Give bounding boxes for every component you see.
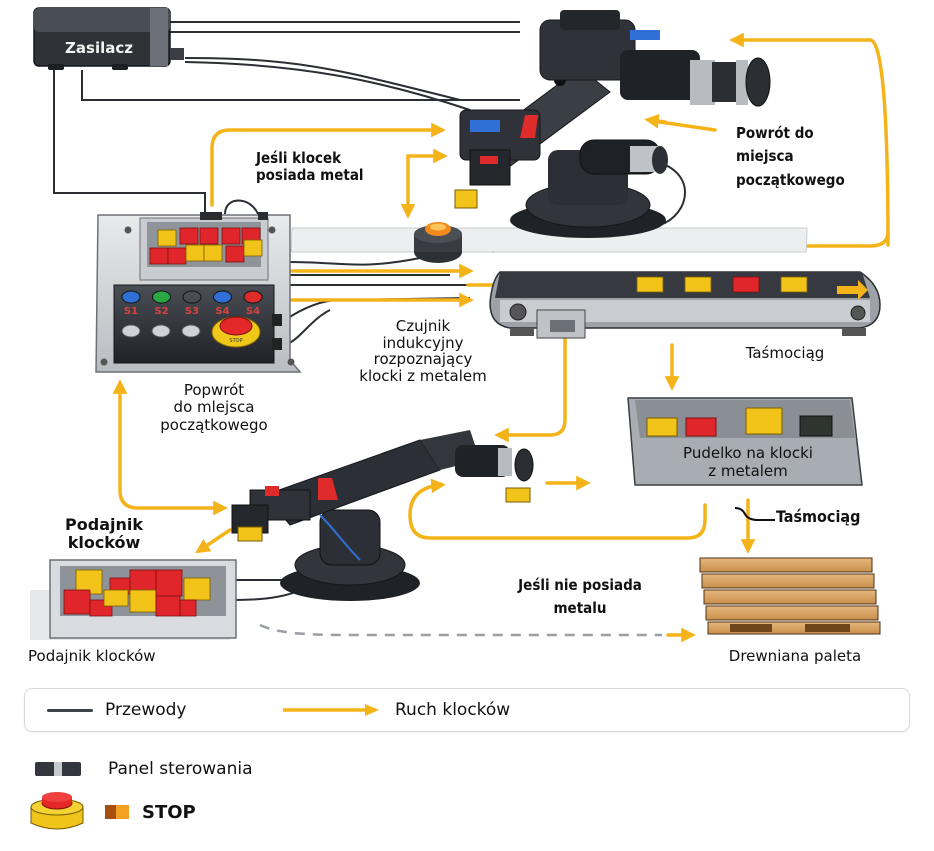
panel-button-3 (182, 290, 202, 304)
panel-button-label: S1 (124, 306, 138, 317)
conveyor-blocks (636, 276, 808, 293)
panel-button-label: S4 (215, 306, 229, 317)
block (243, 239, 263, 257)
block (179, 599, 197, 617)
panel-button-label: S2 (154, 306, 168, 317)
legend-stop: STOP (28, 792, 196, 832)
stop-button-icon (30, 792, 84, 830)
block (129, 589, 157, 613)
panel-stop-text: STOP (229, 338, 242, 344)
wooden-pallet (699, 557, 881, 635)
robot-arm-top (454, 10, 771, 238)
no-metal-dashed-path (259, 623, 662, 637)
conveyor-block (684, 276, 712, 293)
block (63, 589, 91, 615)
panel-grey-button (181, 324, 201, 338)
block (203, 244, 223, 262)
return-left-label: Popwrót do mlejsca początkowego (160, 381, 268, 434)
block (199, 227, 219, 245)
stop-indicator-icon (105, 805, 129, 819)
panel-bin-blocks (149, 227, 263, 265)
panel-buttons: S1 S2 S3 S4 S4 (121, 290, 263, 338)
metal-box-label: Pudelko na klocki z metalem (683, 444, 813, 480)
power-supply-label: Zasilacz (65, 39, 133, 57)
legend-flow: Ruch klocków (281, 689, 510, 731)
panel-button-1 (121, 290, 141, 304)
legend: Przewody Ruch klocków (24, 688, 910, 732)
panel-button-label: S3 (185, 306, 199, 317)
if-metal-label: Jeśli klocek posiada metal (256, 149, 364, 185)
block (185, 244, 205, 262)
sensor-label: Czujnik indukcyjny rozpoznający klocki z… (359, 317, 487, 385)
robot-arm-bottom (231, 430, 534, 601)
block (103, 589, 129, 607)
panel-button-label: S4 (246, 306, 260, 317)
legend-panel-label: Panel sterowania (108, 759, 253, 779)
legend-flow-label: Ruch klocków (395, 700, 511, 720)
legend-panel: Panel sterowania (34, 758, 253, 780)
feeder-blocks (63, 569, 211, 617)
feeder-top-label: Podajnik klocków (65, 515, 143, 553)
legend-wires: Przewody (47, 689, 186, 731)
conveyor2-label: Taśmociąg (776, 507, 861, 526)
block (155, 595, 181, 617)
conveyor2-marker-line (734, 507, 775, 521)
block (155, 569, 183, 597)
block (221, 227, 241, 245)
block (167, 247, 187, 265)
block (157, 229, 177, 247)
block (179, 227, 199, 245)
feeder-bottom-label: Podajnik klocków (28, 647, 156, 665)
legend-stop-label: STOP (142, 801, 196, 823)
flow-arrow-icon (283, 704, 379, 716)
block (129, 569, 157, 593)
panel-button-5 (243, 290, 263, 304)
return-top-label: Powrót do miejsca początkowego (736, 124, 845, 189)
block (183, 577, 211, 601)
wire-line-icon (47, 708, 93, 712)
conveyor-block (636, 276, 664, 293)
conveyor-label: Taśmociąg (745, 344, 825, 362)
panel-grey-button (121, 324, 141, 338)
panel-button-2 (152, 290, 171, 304)
if-no-metal-label: Jeśli nie posiada metalu (518, 576, 642, 618)
conveyor-block (780, 276, 808, 293)
panel-button-4 (213, 290, 232, 304)
conveyor-belt (489, 271, 881, 339)
block (225, 245, 245, 263)
panel-stop-button[interactable]: STOP (211, 316, 261, 348)
metal-box (627, 397, 863, 486)
block (149, 247, 169, 265)
control-panel-icon (35, 762, 81, 776)
legend-wires-label: Przewody (105, 700, 187, 720)
power-supply (33, 7, 184, 70)
conveyor-block (732, 276, 760, 293)
inductive-sensor (290, 222, 808, 263)
pallet-label: Drewniana paleta (728, 647, 862, 665)
panel-side-connectors (272, 314, 282, 350)
panel-grey-button (151, 324, 171, 338)
